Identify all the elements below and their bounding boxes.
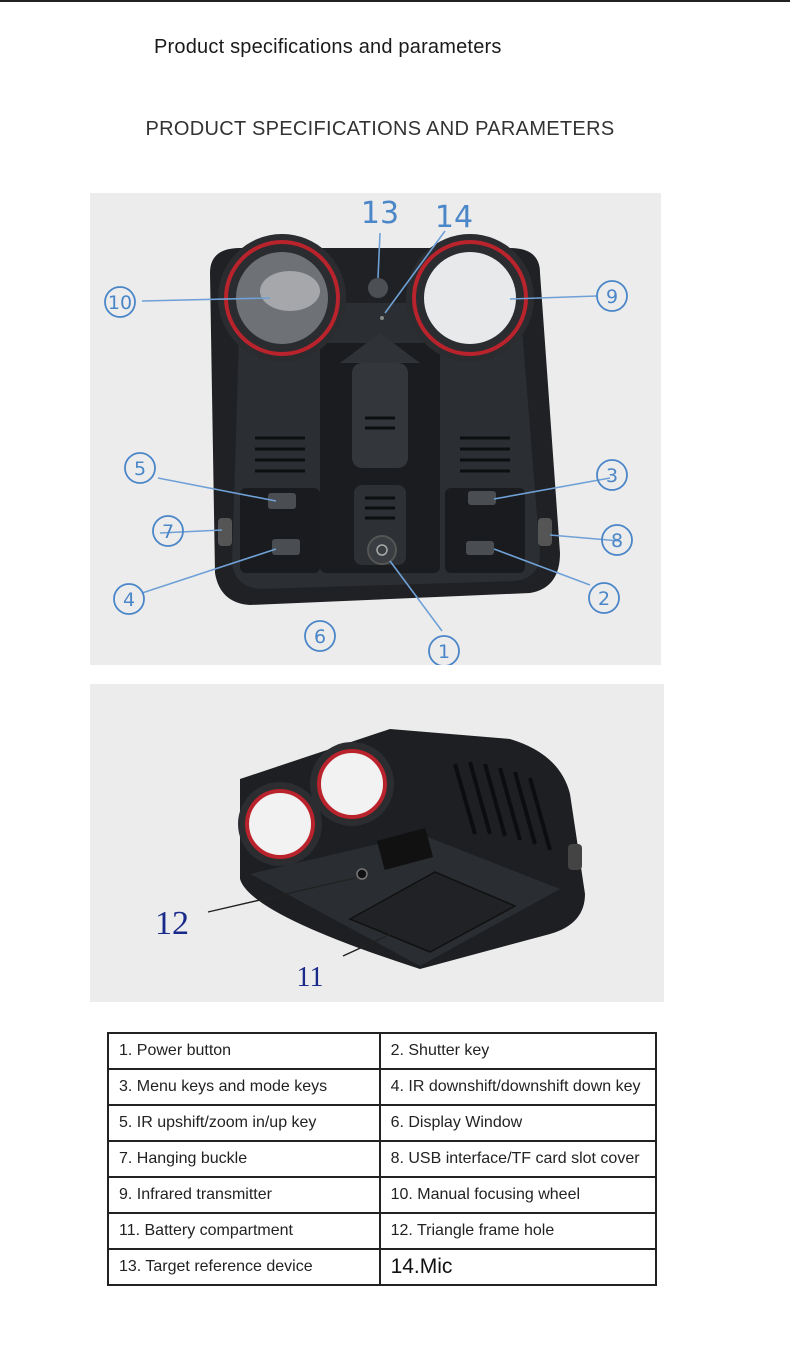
callout-11: 11 [297,962,324,993]
bottom-view-panel: 12 11 [90,684,664,1002]
callout-6: 6 [314,626,326,648]
callout-3: 3 [606,465,618,487]
table-row: 11. Battery compartment 12. Triangle fra… [107,1212,658,1250]
table-cell: 9. Infrared transmitter [107,1176,381,1214]
bottom-view-illustration: 12 11 [155,729,585,993]
table-cell: 4. IR downshift/downshift down key [378,1068,658,1106]
table-cell: 5. IR upshift/zoom in/up key [107,1104,381,1142]
table-row: 13. Target reference device 14.Mic [107,1248,658,1286]
front-view-panel: 10 9 5 7 4 6 3 8 2 1 13 14 [90,193,661,665]
table-cell: 2. Shutter key [378,1032,658,1070]
callout-14: 14 [435,200,473,235]
table-cell: 8. USB interface/TF card slot cover [378,1140,658,1178]
callout-8: 8 [611,530,623,552]
callout-12: 12 [155,905,189,942]
table-cell: 10. Manual focusing wheel [378,1176,658,1214]
callout-5: 5 [134,458,146,480]
table-cell: 13. Target reference device [107,1248,381,1286]
table-cell: 11. Battery compartment [107,1212,381,1250]
table-row: 9. Infrared transmitter 10. Manual focus… [107,1176,658,1214]
table-cell: 7. Hanging buckle [107,1140,381,1178]
page-title: Product specifications and parameters [154,36,502,58]
callout-7: 7 [162,521,174,543]
page-subtitle: PRODUCT SPECIFICATIONS AND PARAMETERS [145,118,615,140]
table-row: 5. IR upshift/zoom in/up key 6. Display … [107,1104,658,1142]
callout-9: 9 [606,286,618,308]
table-cell: 3. Menu keys and mode keys [107,1068,381,1106]
table-cell: 1. Power button [107,1032,381,1070]
callout-1: 1 [438,641,450,663]
spec-table: 1. Power button 2. Shutter key 3. Menu k… [107,1032,658,1286]
table-cell: 6. Display Window [378,1104,658,1142]
table-cell: 14.Mic [378,1248,658,1286]
table-row: 1. Power button 2. Shutter key [107,1032,658,1070]
table-row: 3. Menu keys and mode keys 4. IR downshi… [107,1068,658,1106]
front-view-illustration: 10 9 5 7 4 6 3 8 2 1 13 14 [104,196,633,665]
top-divider [0,0,790,2]
callout-13: 13 [361,196,399,231]
table-row: 7. Hanging buckle 8. USB interface/TF ca… [107,1140,658,1178]
table-cell: 12. Triangle frame hole [378,1212,658,1250]
callout-4: 4 [123,589,135,611]
callout-10: 10 [108,292,132,314]
callout-2: 2 [598,588,610,610]
